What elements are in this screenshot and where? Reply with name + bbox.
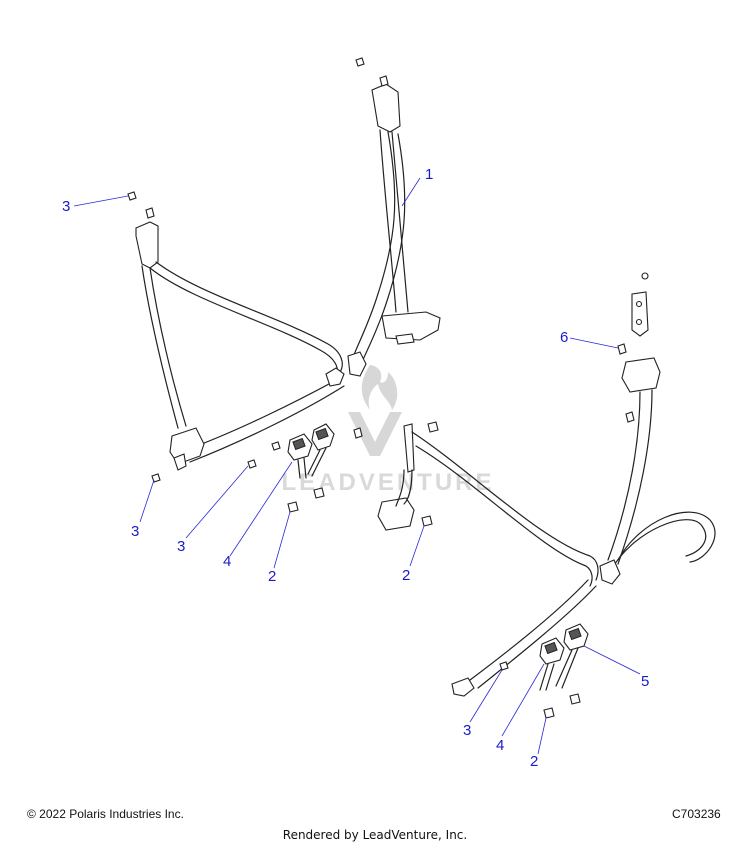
belt-assembly-left (135, 207, 345, 471)
rendered-by-text: Rendered by LeadVenture, Inc. (282, 828, 468, 842)
callout-3-left: 3 (131, 523, 140, 540)
buckle-left-pair (287, 423, 335, 479)
hardware (127, 191, 635, 719)
callout-4-left: 4 (223, 553, 232, 570)
belt-assembly-center (347, 57, 441, 377)
callout-2-right: 2 (530, 753, 539, 770)
leader-lines (73, 177, 641, 755)
belt-assembly-right (377, 272, 716, 697)
callout-3-top: 3 (62, 198, 71, 215)
callout-4-right: 4 (496, 737, 505, 754)
buckle-right-pair (539, 623, 589, 691)
callout-3-mid: 3 (177, 538, 186, 555)
callout-2-center: 2 (402, 567, 411, 584)
copyright-text: © 2022 Polaris Industries Inc. (27, 807, 184, 821)
callout-5: 5 (641, 673, 650, 690)
callout-2-left: 2 (268, 568, 277, 585)
callout-6: 6 (560, 329, 569, 346)
part-code: C703236 (672, 807, 721, 821)
callout-1: 1 (425, 166, 434, 183)
callout-3-right: 3 (463, 722, 472, 739)
